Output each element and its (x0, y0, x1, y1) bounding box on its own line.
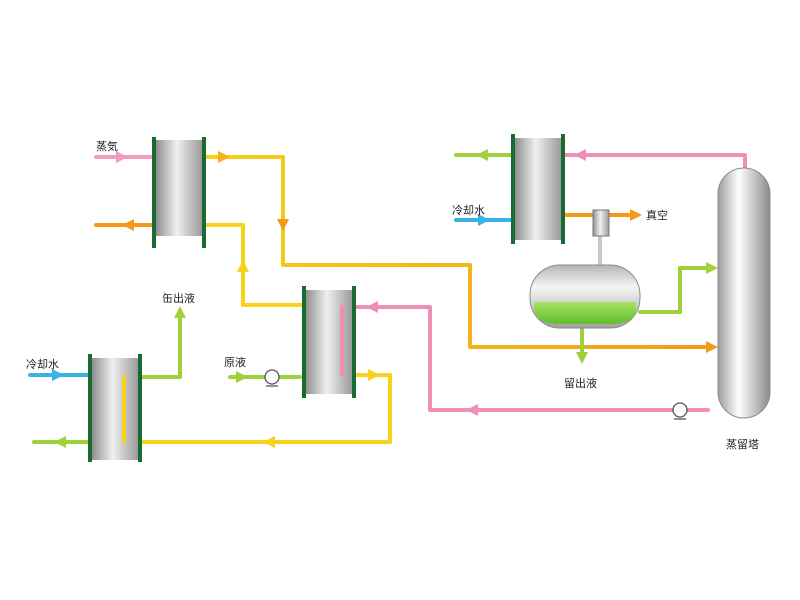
pump-icon (264, 369, 280, 387)
label-feed: 原液 (224, 355, 246, 369)
label-column: 蒸留塔 (726, 438, 759, 451)
hx2-hot-out-pipe (118, 373, 392, 444)
arrow-icon (466, 404, 478, 416)
hx1-feed-pipe (186, 210, 320, 392)
heat-exchanger-condenser (511, 134, 565, 244)
arrow-icon (218, 151, 230, 163)
label-cooling-water-bottom: 冷却水 (26, 358, 59, 371)
arrow-icon (576, 352, 588, 364)
pump-icon (672, 402, 688, 420)
arrow-icon (52, 369, 64, 381)
arrow-icon (277, 219, 289, 231)
arrow-icon (478, 214, 490, 226)
vacuum-trap (592, 209, 610, 237)
arrow-icon (706, 341, 718, 353)
labels: 蒸気 冷却水 真空 缶出液 冷却水 原液 留出液 蒸留塔 (26, 139, 759, 451)
reflux-pipe (638, 266, 714, 314)
label-bottoms: 缶出液 (162, 291, 195, 305)
receiver-drum (529, 264, 641, 329)
arrow-icon (630, 209, 642, 221)
label-cooling-water-top: 冷却水 (452, 204, 485, 217)
arrow-icon (122, 219, 134, 231)
arrow-icon (54, 436, 66, 448)
arrow-icon (263, 436, 275, 448)
heat-exchanger-cooler (88, 354, 142, 462)
distillation-column (717, 167, 771, 419)
arrow-icon (174, 306, 186, 318)
label-vacuum: 真空 (646, 208, 668, 222)
arrow-icon (476, 149, 488, 161)
arrow-icon (237, 260, 249, 272)
arrow-icon (574, 149, 586, 161)
label-distillate: 留出液 (564, 376, 597, 390)
heat-exchanger-feed (302, 286, 356, 398)
arrow-icon (368, 369, 380, 381)
label-steam: 蒸気 (96, 139, 118, 153)
arrow-icon (706, 262, 718, 274)
column-vapor-pipe (543, 153, 747, 217)
heat-exchanger-steam (152, 137, 206, 248)
arrow-icon (236, 371, 248, 383)
flow-arrows (52, 149, 718, 448)
hx2-hot-in-pipe (340, 305, 710, 412)
arrow-icon (366, 301, 378, 313)
arrow-icon (116, 151, 128, 163)
